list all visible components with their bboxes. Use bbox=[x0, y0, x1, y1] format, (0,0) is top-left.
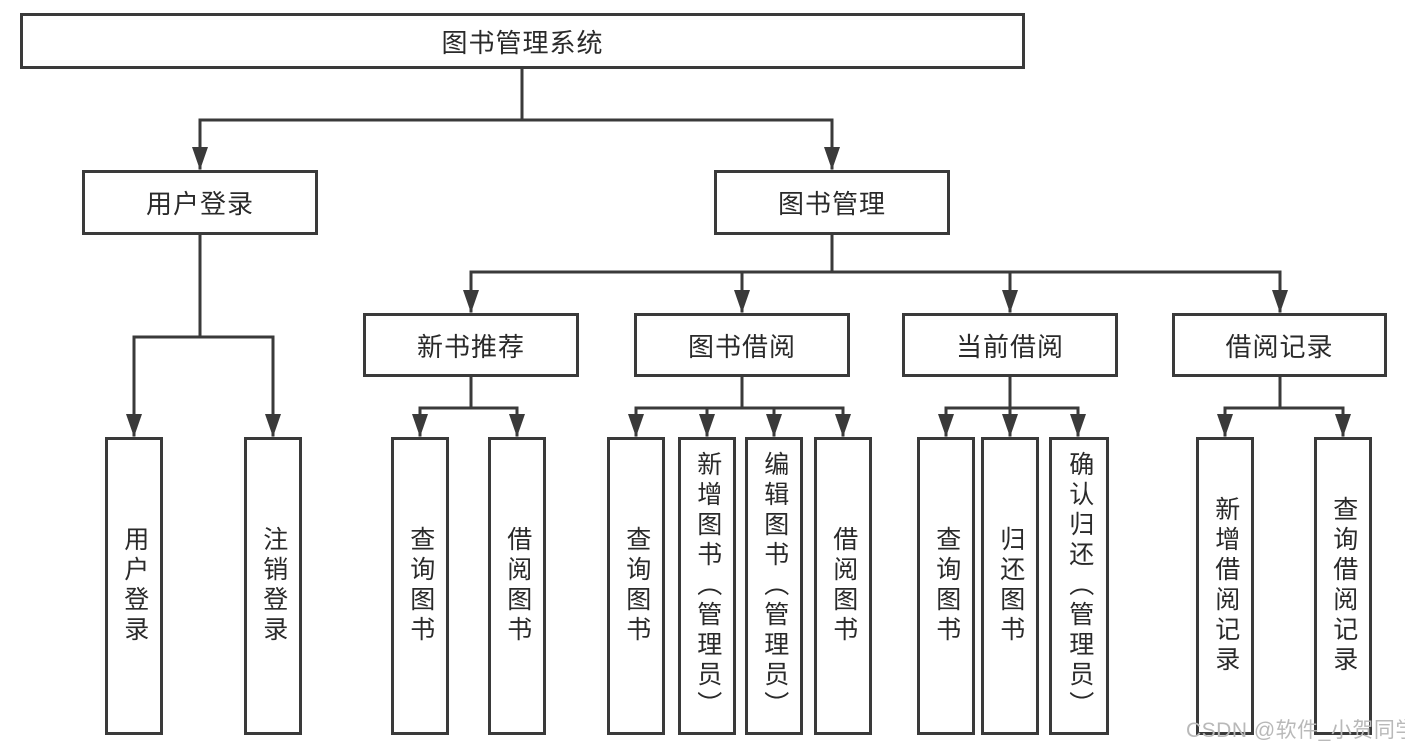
node-current-borrowing: 当前借阅 bbox=[902, 313, 1118, 377]
leaf-query-books-borrowing: 查询图书 bbox=[607, 437, 665, 735]
leaf-query-books-current: 查询图书 bbox=[917, 437, 975, 735]
leaf-user-login: 用户登录 bbox=[105, 437, 163, 735]
leaf-return-books: 归还图书 bbox=[981, 437, 1039, 735]
leaf-query-borrow-record: 查询借阅记录 bbox=[1314, 437, 1372, 735]
csdn-watermark: CSDN @软件_小贺同学 bbox=[1186, 719, 1405, 742]
leaf-logout: 注销登录 bbox=[244, 437, 302, 735]
node-book-borrowing: 图书借阅 bbox=[634, 313, 850, 377]
leaf-add-book-admin: 新增图书（管理员） bbox=[678, 437, 736, 735]
node-borrowing-records: 借阅记录 bbox=[1172, 313, 1387, 377]
node-new-book-recommend: 新书推荐 bbox=[363, 313, 579, 377]
leaf-edit-book-admin: 编辑图书（管理员） bbox=[745, 437, 803, 735]
node-book-management: 图书管理 bbox=[714, 170, 950, 235]
leaf-confirm-return-admin: 确认归还（管理员） bbox=[1049, 437, 1109, 735]
node-library-management-system: 图书管理系统 bbox=[20, 13, 1025, 69]
leaf-add-borrow-record: 新增借阅记录 bbox=[1196, 437, 1254, 735]
leaf-borrow-books: 借阅图书 bbox=[814, 437, 872, 735]
node-user-login: 用户登录 bbox=[82, 170, 318, 235]
leaf-query-books-recommend: 查询图书 bbox=[391, 437, 449, 735]
leaf-borrow-books-recommend: 借阅图书 bbox=[488, 437, 546, 735]
